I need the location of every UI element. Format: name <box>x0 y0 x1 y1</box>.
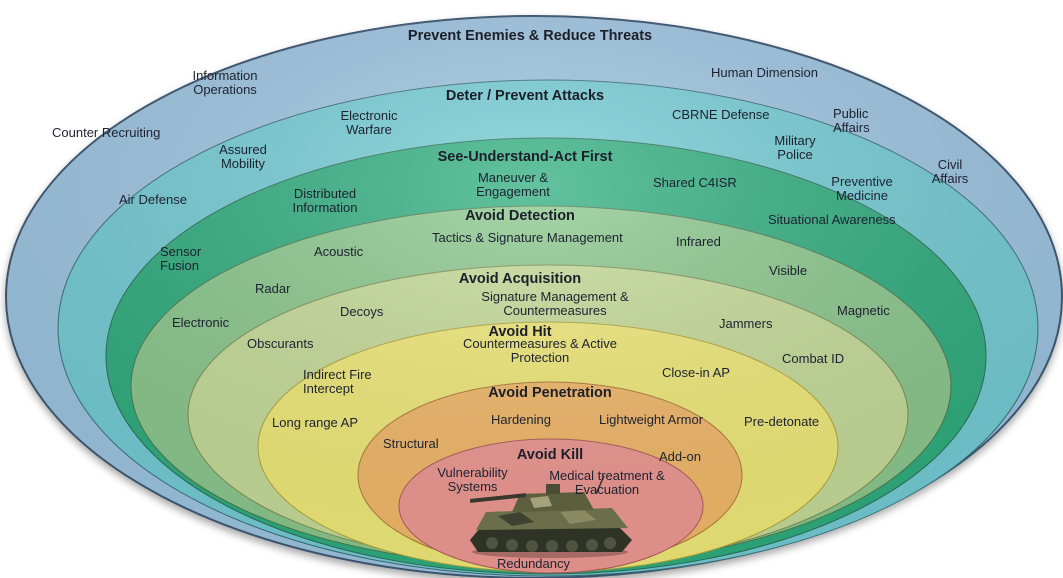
label-visible: Visible <box>769 263 808 278</box>
label-acoustic: Acoustic <box>314 244 364 259</box>
label-long-range-ap: Long range AP <box>272 415 359 430</box>
label-tactics-signature-management: Tactics & Signature Management <box>432 230 623 245</box>
label-signature-management-countermeasures: Signature Management & Countermeasures <box>481 289 629 318</box>
label-electronic-warfare: Electronic Warfare <box>340 108 398 137</box>
label-assured-mobility: Assured Mobility <box>219 142 267 171</box>
label-public-affairs: Public Affairs <box>833 106 870 135</box>
label-counter-recruiting: Counter Recruiting <box>52 125 161 140</box>
label-decoys: Decoys <box>340 304 384 319</box>
label-military-police: Military Police <box>774 133 816 162</box>
label-maneuver-engagement: Maneuver & Engagement <box>476 170 550 199</box>
layer-penetration-title: Avoid Penetration <box>488 385 612 401</box>
label-obscurants: Obscurants <box>247 336 314 351</box>
label-civil-affairs: Civil Affairs <box>931 157 969 186</box>
label-jammers: Jammers <box>719 316 773 331</box>
layer-see-title: See-Understand-Act First <box>437 149 613 165</box>
label-electronic: Electronic <box>172 315 230 330</box>
layer-prevent-title: Prevent Enemies & Reduce Threats <box>407 28 653 44</box>
label-medical-treatment-evacuation: Medical treatment & Evacuation <box>549 468 665 497</box>
label-information-operations: Information Operations <box>192 68 258 97</box>
layer-detection-title: Avoid Detection <box>465 208 575 224</box>
label-radar: Radar <box>255 281 291 296</box>
layer-kill-title: Avoid Kill <box>516 447 584 463</box>
label-combat-id: Combat ID <box>782 351 845 366</box>
label-pre-detonate: Pre-detonate <box>744 414 820 429</box>
label-countermeasures-active-protection: Countermeasures & Active Protection <box>463 336 617 365</box>
label-situational-awareness: Situational Awareness <box>768 212 896 227</box>
label-structural: Structural <box>383 436 439 451</box>
label-vulnerability-systems: Vulnerability Systems <box>437 465 508 494</box>
label-infrared: Infrared <box>676 234 721 249</box>
label-magnetic: Magnetic <box>837 303 890 318</box>
label-cbrne-defense: CBRNE Defense <box>672 107 770 122</box>
label-indirect-fire-intercept: Indirect Fire Intercept <box>303 367 372 396</box>
label-preventive-medicine: Preventive Medicine <box>831 174 893 203</box>
layer-hit-title: Avoid Hit <box>488 324 552 340</box>
layer-deter-title: Deter / Prevent Attacks <box>445 88 605 104</box>
label-sensor-fusion: Sensor Fusion <box>160 244 202 273</box>
tank-icon <box>469 475 632 558</box>
label-air-defense: Air Defense <box>119 192 187 207</box>
label-close-in-ap: Close-in AP <box>662 365 730 380</box>
gloss-overlay <box>6 16 1062 578</box>
label-add-on: Add-on <box>659 449 701 464</box>
layer-acquisition-title: Avoid Acquisition <box>458 271 582 287</box>
label-lightweight-armor: Lightweight Armor <box>599 412 704 427</box>
label-shared-c4isr: Shared C4ISR <box>653 175 737 190</box>
label-distributed-information: Distributed Information <box>292 186 358 215</box>
label-human-dimension: Human Dimension <box>711 65 818 80</box>
label-hardening: Hardening <box>491 412 551 427</box>
label-redundancy: Redundancy <box>497 556 570 571</box>
